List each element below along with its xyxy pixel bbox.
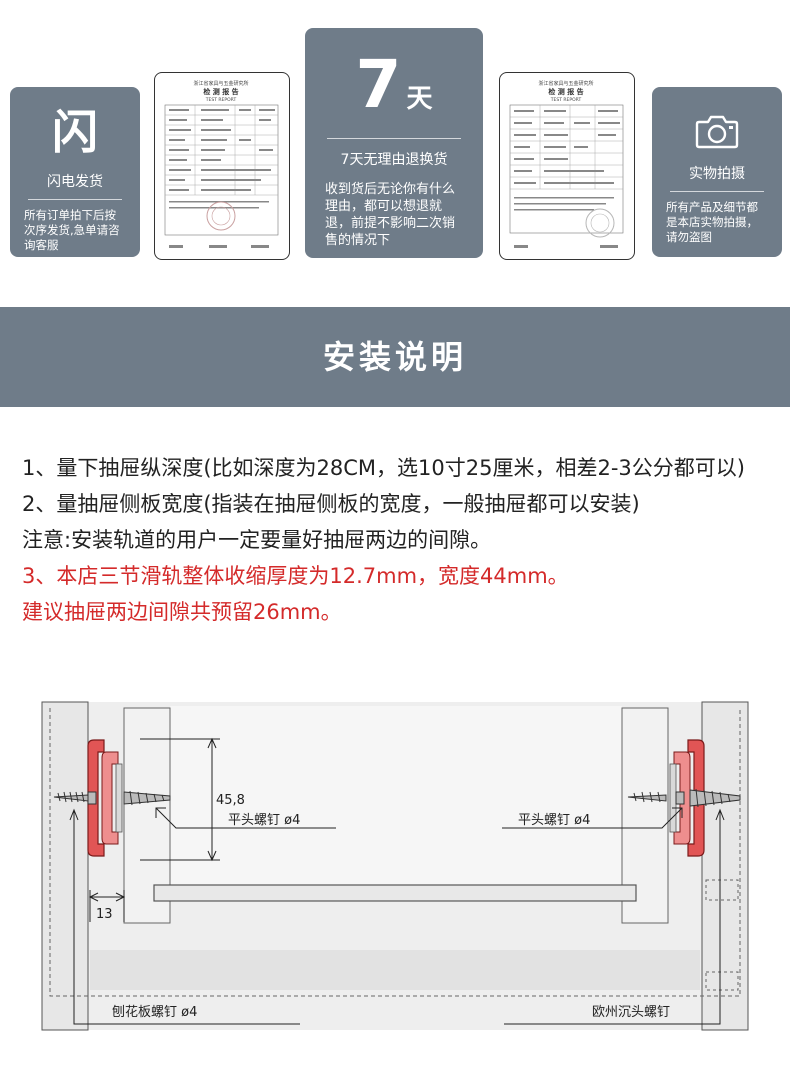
report-right-org: 浙江省家具与五金研究所 bbox=[538, 80, 593, 87]
flash-icon: 闪 bbox=[52, 105, 98, 159]
instruction-note: 注意:安装轨道的用户一定要量好抽屉两边的间隙。 bbox=[22, 528, 492, 552]
report-right-title: 检 测 报 告 bbox=[548, 87, 583, 96]
left-screw-label: 平头螺钉 ø4 bbox=[228, 813, 300, 828]
report-right-subtitle: TEST REPORT bbox=[550, 97, 582, 103]
report-left-subtitle: TEST REPORT bbox=[205, 97, 237, 103]
seven-day-title: 7天无理由退换货 bbox=[340, 152, 448, 168]
seven-unit: 天 bbox=[406, 84, 433, 114]
report-left-org: 浙江省家具与五金研究所 bbox=[193, 80, 248, 87]
right-screws bbox=[627, 788, 741, 808]
real-photo-card: 实物拍摄 所有产品及细节都是本店实物拍摄，请勿盗图 bbox=[652, 87, 782, 257]
card-divider bbox=[670, 191, 764, 192]
instruction-line-1: 1、量下抽屉纵深度(比如深度为28CM，选10寸25厘米，相差2-3公分都可以) bbox=[22, 456, 745, 480]
left-screws bbox=[53, 790, 171, 806]
test-report-right: 浙江省家具与五金研究所 检 测 报 告 TEST REPORT bbox=[499, 72, 635, 260]
flash-delivery-title: 闪电发货 bbox=[47, 174, 103, 190]
instruction-recommendation: 建议抽屉两边间隙共预留26mm。 bbox=[22, 600, 342, 624]
instruction-line-2: 2、量抽屉侧板宽度(指装在抽屉侧板的宽度，一般抽屉都可以安装) bbox=[22, 492, 640, 516]
installation-diagram: 45,8 平头螺钉 ø4 平头螺钉 ø4 13 刨花板螺钉 ø4 bbox=[40, 700, 752, 1040]
height-label: 45,8 bbox=[216, 793, 245, 808]
flash-delivery-desc: 所有订单拍下后按次序发货,急单请咨询客服 bbox=[24, 208, 120, 252]
flash-delivery-card: 闪 闪电发货 所有订单拍下后按次序发货,急单请咨询客服 bbox=[10, 87, 140, 257]
height-dimension bbox=[140, 737, 220, 862]
install-instructions: 1、量下抽屉纵深度(比如深度为28CM，选10寸25厘米，相差2-3公分都可以)… bbox=[22, 450, 772, 630]
seven-day-return-card: 7 天 7天无理由退换货 收到货后无论你有什么理由，都可以想退就退，前提不影响二… bbox=[305, 28, 483, 258]
real-photo-title: 实物拍摄 bbox=[689, 166, 745, 182]
bottom-left-label: 刨花板螺钉 ø4 bbox=[112, 1004, 197, 1020]
report-left-title: 检 测 报 告 bbox=[203, 87, 238, 96]
seven-number: 7 bbox=[355, 46, 402, 123]
seven-day-badge: 7 天 bbox=[305, 46, 483, 124]
card-divider bbox=[327, 138, 461, 139]
instruction-line-3: 3、本店三节滑轨整体收缩厚度为12.7mm，宽度44mm。 bbox=[22, 564, 569, 588]
seven-day-desc: 收到货后无论你有什么理由，都可以想退就退，前提不影响二次销售的情况下 bbox=[325, 182, 456, 248]
gap-dimension bbox=[88, 890, 126, 922]
install-guide-banner: 安装说明 bbox=[0, 307, 790, 407]
bottom-right-label: 欧州沉头螺钉 bbox=[592, 1005, 670, 1020]
test-report-left: 浙江省家具与五金研究所 检 测 报 告 TEST REPORT bbox=[154, 72, 290, 260]
card-divider bbox=[28, 199, 122, 200]
gap-label: 13 bbox=[96, 907, 113, 922]
camera-icon bbox=[652, 113, 782, 155]
right-screw-label: 平头螺钉 ø4 bbox=[518, 813, 590, 828]
real-photo-desc: 所有产品及细节都是本店实物拍摄，请勿盗图 bbox=[666, 200, 758, 244]
